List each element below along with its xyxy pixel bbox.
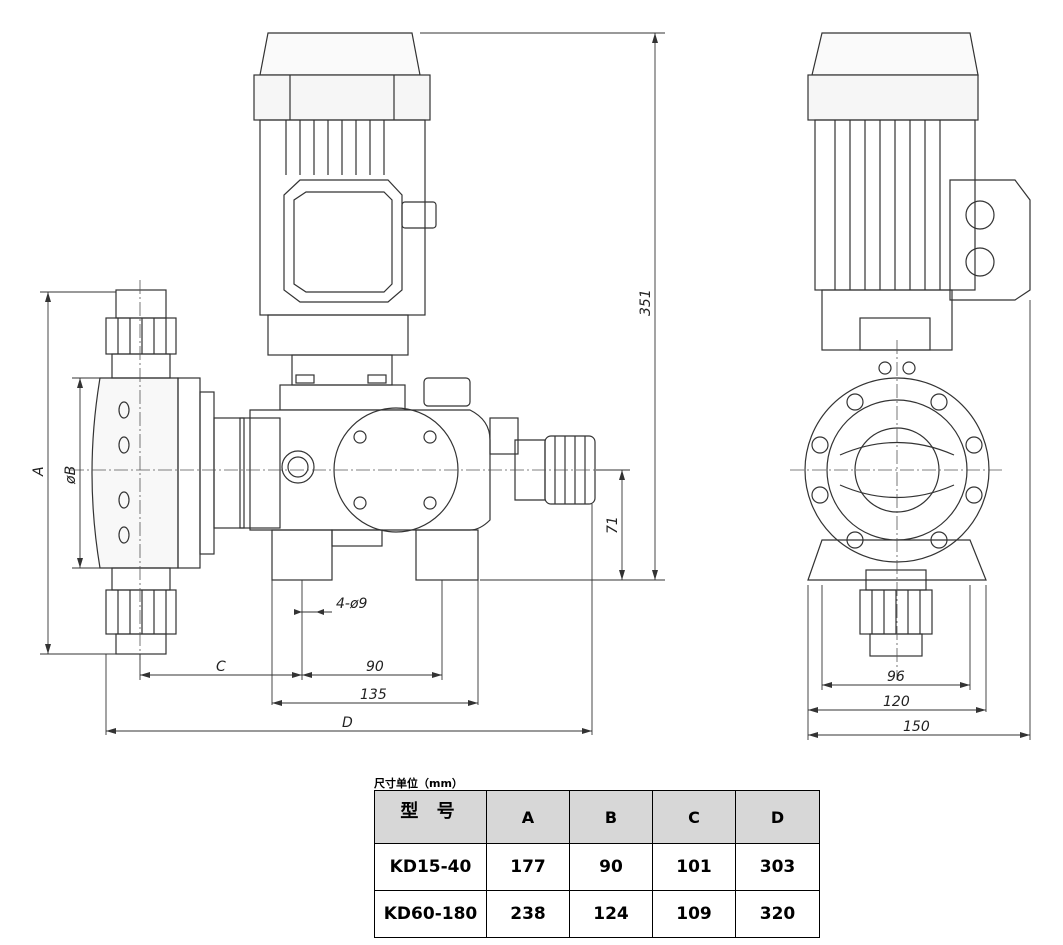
dim-150-label: 150 bbox=[903, 719, 930, 735]
header-a: A bbox=[486, 790, 570, 844]
cell-c: 109 bbox=[652, 890, 736, 938]
cell-b: 90 bbox=[569, 843, 653, 891]
dim-135-label: 135 bbox=[360, 687, 387, 703]
cell-d: 303 bbox=[735, 843, 820, 891]
dim-71-label: 71 bbox=[605, 516, 621, 534]
dim-a-label: A bbox=[31, 466, 47, 477]
dim-120-label: 120 bbox=[883, 694, 910, 710]
side-view bbox=[804, 32, 1031, 657]
dim-c-label: C bbox=[216, 659, 226, 675]
dim-96-label: 96 bbox=[887, 669, 905, 685]
cell-model: KD60-180 bbox=[374, 890, 487, 938]
table-row: KD15-40 177 90 101 303 bbox=[374, 843, 820, 891]
cell-d: 320 bbox=[735, 890, 820, 938]
cell-a: 177 bbox=[486, 843, 570, 891]
cell-a: 238 bbox=[486, 890, 570, 938]
cell-model: KD15-40 bbox=[374, 843, 487, 891]
dim-d-label: D bbox=[342, 715, 353, 731]
front-view bbox=[91, 32, 596, 655]
header-d: D bbox=[735, 790, 820, 844]
table-header-row: 型 号 A B C D bbox=[374, 790, 820, 844]
header-c: C bbox=[652, 790, 736, 844]
table-row: KD60-180 238 124 109 320 bbox=[374, 890, 820, 938]
header-b: B bbox=[569, 790, 653, 844]
cell-c: 101 bbox=[652, 843, 736, 891]
dim-90-label: 90 bbox=[366, 659, 384, 675]
dim-holes-label: 4-ø9 bbox=[336, 596, 368, 612]
header-model: 型 号 bbox=[374, 790, 487, 844]
unit-label: 尺寸单位（mm） bbox=[374, 777, 463, 790]
dimension-table: 型 号 A B C D KD15-40 177 90 101 303 KD60-… bbox=[374, 790, 820, 938]
dim-351-label: 351 bbox=[638, 289, 654, 316]
dim-b-label: øB bbox=[63, 466, 79, 485]
pump-dimension-drawing: 351 71 A øB 4-ø9 C 90 135 D 96 120 150 bbox=[31, 32, 1031, 740]
cell-b: 124 bbox=[569, 890, 653, 938]
